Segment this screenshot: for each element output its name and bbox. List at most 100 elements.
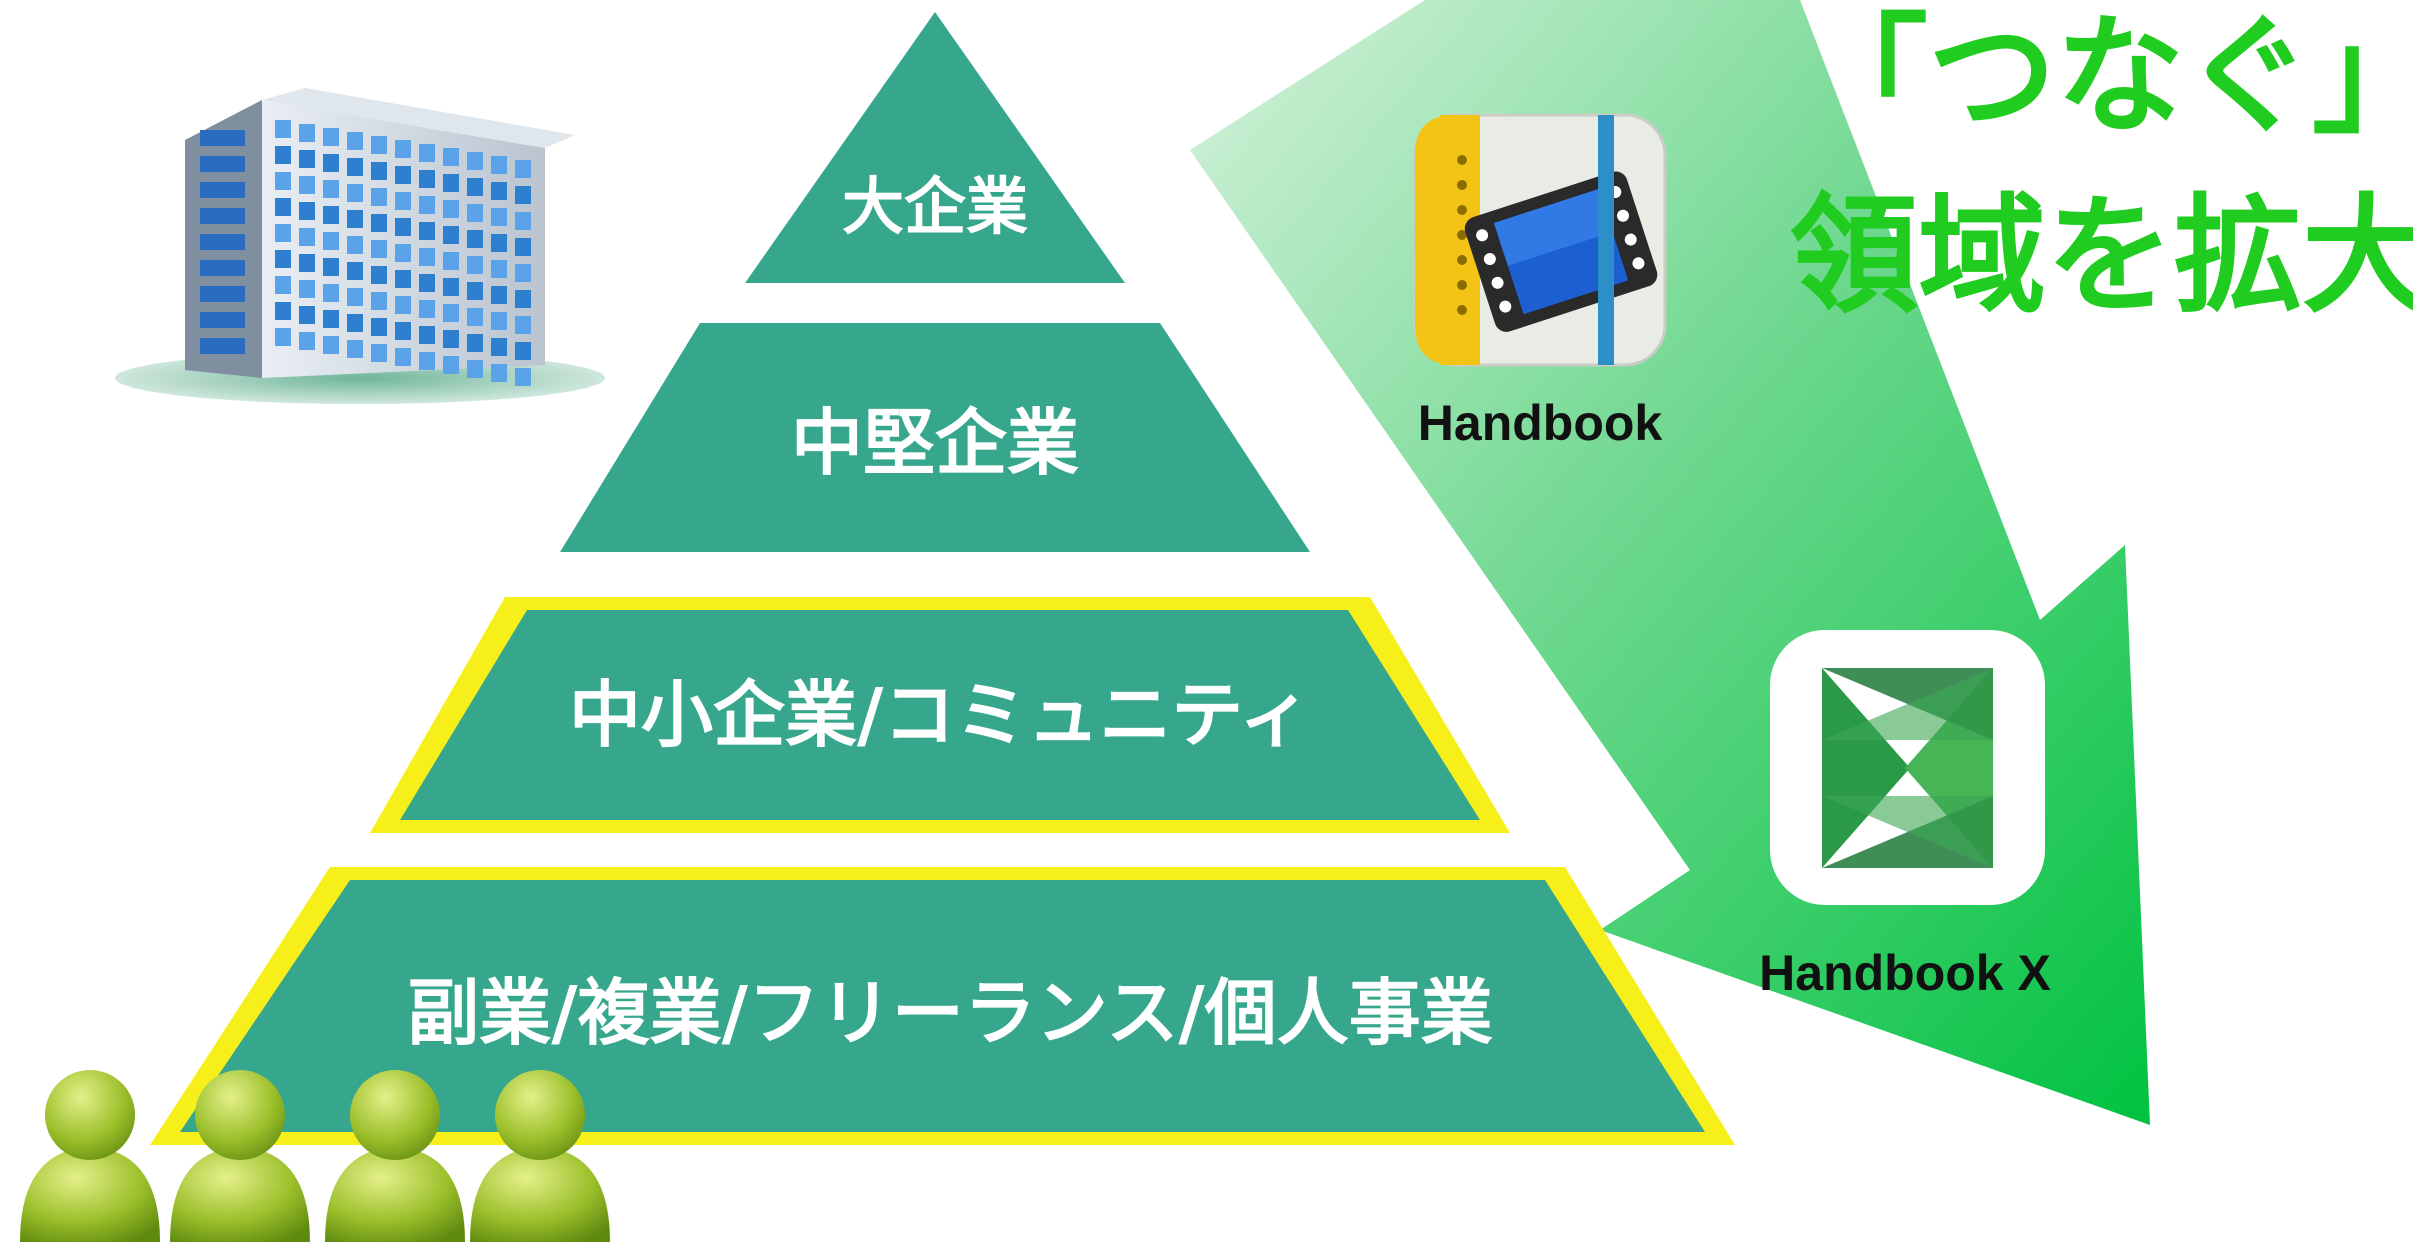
building-window <box>491 312 507 330</box>
building-window <box>467 178 483 196</box>
building-window <box>443 148 459 166</box>
building-window <box>347 262 363 280</box>
building-window <box>395 140 411 158</box>
building-window <box>515 186 531 204</box>
building-window <box>515 212 531 230</box>
building-window <box>371 292 387 310</box>
building-window <box>467 204 483 222</box>
building-window <box>299 254 315 272</box>
building-window <box>419 248 435 266</box>
building-window <box>200 312 245 328</box>
building-window <box>419 300 435 318</box>
building-window <box>371 344 387 362</box>
building-window <box>467 308 483 326</box>
building-window <box>347 314 363 332</box>
building-side-windows <box>200 130 245 354</box>
pyramid-tier-sme: 中小企業/コミュニティ <box>370 597 1510 833</box>
building-window <box>443 278 459 296</box>
building-window <box>347 236 363 254</box>
building-window <box>467 334 483 352</box>
building-window <box>515 368 531 386</box>
pyramid-tier-mid: 中堅企業 <box>560 323 1310 552</box>
building-window <box>299 228 315 246</box>
building-window <box>371 266 387 284</box>
building-window <box>299 176 315 194</box>
building-window <box>275 302 291 320</box>
building-window <box>371 214 387 232</box>
building-window <box>371 188 387 206</box>
tier-label-freelance-individual: 副業/複業/フリーランス/個人事業 <box>407 971 1492 1055</box>
handbook-video-book-icon <box>1413 113 1667 367</box>
building-window <box>491 260 507 278</box>
building-window <box>371 136 387 154</box>
building-window <box>419 144 435 162</box>
building-window <box>491 156 507 174</box>
building-window <box>491 182 507 200</box>
building-window <box>467 230 483 248</box>
building-window <box>275 146 291 164</box>
building-window <box>275 224 291 242</box>
building-window <box>200 234 245 250</box>
building-window <box>200 338 245 354</box>
person-icon <box>20 1070 160 1242</box>
building-window <box>299 150 315 168</box>
building-window <box>395 244 411 262</box>
people-group-icon <box>20 1070 610 1242</box>
building-window <box>347 210 363 228</box>
tier-label-mid-enterprise: 中堅企業 <box>791 401 1079 485</box>
building-window <box>515 264 531 282</box>
building-window <box>467 282 483 300</box>
building-window <box>443 356 459 374</box>
handbook-label: Handbook <box>1418 395 1663 451</box>
building-window <box>443 226 459 244</box>
building-window <box>515 316 531 334</box>
building-window <box>491 208 507 226</box>
building-window <box>467 256 483 274</box>
building-window <box>371 162 387 180</box>
building-window <box>323 336 339 354</box>
building-window <box>275 120 291 138</box>
handbook-x-app: Handbook X <box>1759 630 2051 1001</box>
building-window <box>323 154 339 172</box>
tier-label-sme-community: 中小企業/コミュニティ <box>569 673 1311 757</box>
building-window <box>395 270 411 288</box>
person-icon <box>325 1070 465 1242</box>
building-window <box>467 152 483 170</box>
building-window <box>299 124 315 142</box>
tier-label-large-enterprise: 大企業 <box>842 170 1028 243</box>
building-window <box>395 192 411 210</box>
building-window <box>275 198 291 216</box>
building-window <box>419 170 435 188</box>
building-window <box>299 202 315 220</box>
building-window <box>347 340 363 358</box>
building-window <box>419 326 435 344</box>
building-window <box>323 310 339 328</box>
building-window <box>347 158 363 176</box>
building-window <box>200 286 245 302</box>
building-window <box>419 274 435 292</box>
building-windows <box>275 120 531 386</box>
building-window <box>200 208 245 224</box>
pyramid-tier-top: 大企業 <box>745 12 1125 283</box>
headline: 「つなぐ」 領域を拡大 <box>1790 2 2413 331</box>
building-window <box>491 364 507 382</box>
building-window <box>323 258 339 276</box>
building-window <box>395 348 411 366</box>
building-window <box>419 196 435 214</box>
building-window <box>515 160 531 178</box>
building-window <box>275 276 291 294</box>
building-window <box>443 330 459 348</box>
building-window <box>200 156 245 172</box>
building-window <box>323 232 339 250</box>
headline-line-2: 領域を拡大 <box>1790 182 2413 331</box>
office-building-icon <box>115 88 605 404</box>
building-window <box>275 172 291 190</box>
building-window <box>515 238 531 256</box>
handbook-app: Handbook <box>1413 113 1667 451</box>
building-window <box>275 328 291 346</box>
building-window <box>200 130 245 146</box>
building-window <box>419 222 435 240</box>
building-window <box>419 352 435 370</box>
building-window <box>467 360 483 378</box>
building-window <box>371 318 387 336</box>
